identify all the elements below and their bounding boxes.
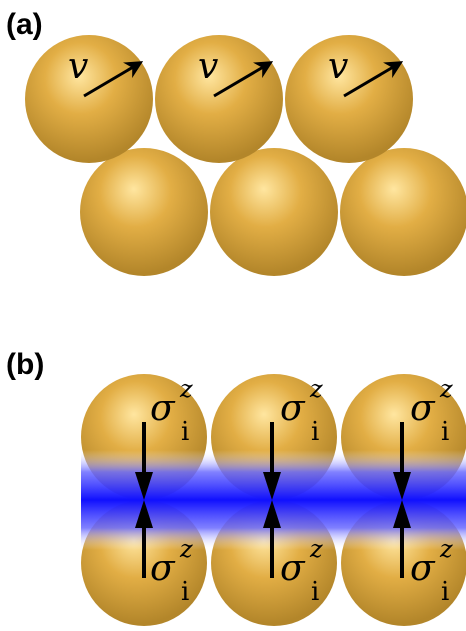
superscript-z: z bbox=[309, 375, 323, 403]
subscript-i: i bbox=[181, 417, 189, 447]
sphere-a-bottom-3 bbox=[340, 148, 466, 276]
spin-label-bottom-2: σ z i bbox=[280, 535, 323, 607]
sigma-glyph: σ bbox=[410, 388, 436, 429]
superscript-z: z bbox=[179, 535, 193, 563]
panel-a-top-row bbox=[25, 35, 413, 163]
subscript-i: i bbox=[441, 417, 449, 447]
panel-a-label: (a) bbox=[6, 8, 43, 41]
sphere-a-top-3 bbox=[285, 35, 413, 163]
superscript-z: z bbox=[439, 375, 453, 403]
spin-label-top-2: σ z i bbox=[280, 375, 323, 447]
velocity-arrow-1 bbox=[83, 61, 144, 98]
panel-b-label: (b) bbox=[6, 348, 44, 381]
spin-label-top-1: σ z i bbox=[150, 375, 193, 447]
velocity-label-1: v bbox=[68, 46, 88, 87]
velocity-label-2: v bbox=[198, 46, 218, 87]
spin-arrowhead-down-1 bbox=[135, 472, 153, 500]
sigma-glyph: σ bbox=[280, 548, 306, 589]
subscript-i: i bbox=[181, 577, 189, 607]
sphere-a-bottom-2 bbox=[210, 148, 338, 276]
spin-label-bottom-1: σ z i bbox=[150, 535, 193, 607]
sigma-glyph: σ bbox=[280, 388, 306, 429]
subscript-i: i bbox=[441, 577, 449, 607]
spin-arrowhead-up-2 bbox=[263, 500, 281, 528]
velocity-arrow-3 bbox=[343, 61, 404, 98]
spin-arrowhead-down-2 bbox=[263, 472, 281, 500]
spin-arrowhead-up-1 bbox=[135, 500, 153, 528]
spin-label-top-3: σ z i bbox=[410, 375, 453, 447]
sphere-a-bottom-1 bbox=[80, 148, 208, 276]
superscript-z: z bbox=[179, 375, 193, 403]
velocity-arrows: v v v bbox=[68, 46, 404, 98]
spin-label-bottom-3: σ z i bbox=[410, 535, 453, 607]
spin-arrows bbox=[135, 422, 411, 578]
sigma-glyph: σ bbox=[150, 388, 176, 429]
sigma-glyph: σ bbox=[150, 548, 176, 589]
velocity-label-3: v bbox=[328, 46, 348, 87]
spin-labels: σ z i σ z i σ z i σ z i σ z i σ z i bbox=[150, 375, 453, 607]
subscript-i: i bbox=[311, 577, 319, 607]
panel-a-bottom-row bbox=[80, 148, 466, 276]
superscript-z: z bbox=[439, 535, 453, 563]
sigma-glyph: σ bbox=[410, 548, 436, 589]
velocity-arrow-2 bbox=[213, 61, 274, 98]
spin-arrowhead-up-3 bbox=[393, 500, 411, 528]
superscript-z: z bbox=[309, 535, 323, 563]
sphere-a-top-1 bbox=[25, 35, 153, 163]
sphere-a-top-2 bbox=[155, 35, 283, 163]
subscript-i: i bbox=[311, 417, 319, 447]
spin-arrowhead-down-3 bbox=[393, 472, 411, 500]
